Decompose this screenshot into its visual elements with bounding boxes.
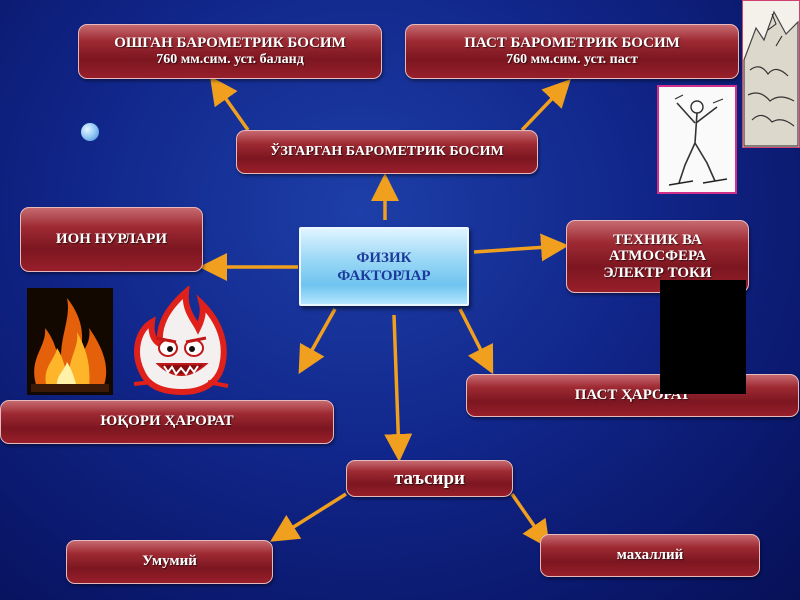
skier-sketch-icon: [657, 85, 737, 194]
effect-title: таъсири: [393, 467, 466, 489]
fire-mascot-icon: [133, 286, 229, 396]
arrow-center-to-low-temperature: [458, 308, 494, 375]
high-temperature-title: ЮҚОРИ ҲАРОРАТ: [100, 413, 234, 430]
local-title: махаллий: [616, 546, 684, 563]
fire-photo-icon: [27, 288, 113, 395]
general-title: Умумий: [142, 553, 197, 570]
center-line2: ФАКТОРЛАР: [337, 267, 431, 284]
low-pressure-subtitle: 760 мм.сим. уст. паст: [506, 52, 638, 68]
high-pressure-box: ОШГАН БАРОМЕТРИК БОСИМ 760 мм.сим. уст. …: [78, 24, 382, 79]
effect-box: таъсири: [346, 460, 513, 497]
arrow-center-to-technical-electric: [473, 233, 569, 262]
arrow-center-to-effect: [384, 314, 413, 462]
low-pressure-title: ПАСТ БАРОМЕТРИК БОСИМ: [464, 34, 680, 51]
center-line1: ФИЗИК: [356, 249, 412, 266]
technical-electric-line2: АТМОСФЕРА: [608, 248, 707, 265]
changed-pressure-title: ЎЗГАРГАН БАРОМЕТРИК БОСИМ: [270, 143, 504, 159]
arrow-effect-to-general: [270, 492, 347, 542]
physical-factors-center-box: ФИЗИК ФАКТОРЛАР: [299, 227, 469, 306]
arrow-changed-to-low-pressure: [520, 78, 571, 132]
low-temperature-box: ПАСТ ҲАРОРАТ: [466, 374, 799, 417]
ion-rays-title: ИОН НУРЛАРИ: [55, 230, 168, 247]
technical-electric-line1: ТЕХНИК ВА: [613, 231, 702, 248]
ion-rays-box: ИОН НУРЛАРИ: [20, 207, 203, 272]
changed-pressure-box: ЎЗГАРГАН БАРОМЕТРИК БОСИМ: [236, 130, 538, 174]
technical-electric-line3: ЭЛЕКТР ТОКИ: [603, 264, 712, 281]
redacted-block: [660, 280, 746, 394]
general-box: Умумий: [66, 540, 273, 584]
mountain-sketch-icon: [742, 0, 800, 148]
high-pressure-subtitle: 760 мм.сим. уст. баланд: [156, 52, 304, 68]
local-box: махаллий: [540, 534, 760, 577]
high-pressure-title: ОШГАН БАРОМЕТРИК БОСИМ: [114, 34, 346, 51]
low-pressure-box: ПАСТ БАРОМЕТРИК БОСИМ 760 мм.сим. уст. п…: [405, 24, 739, 79]
high-temperature-box: ЮҚОРИ ҲАРОРАТ: [0, 400, 334, 444]
blue-sphere-icon: [81, 123, 99, 141]
arrow-changed-to-high-pressure: [209, 76, 250, 132]
arrow-effect-to-local: [510, 493, 550, 549]
arrow-center-to-high-temperature: [298, 308, 337, 375]
